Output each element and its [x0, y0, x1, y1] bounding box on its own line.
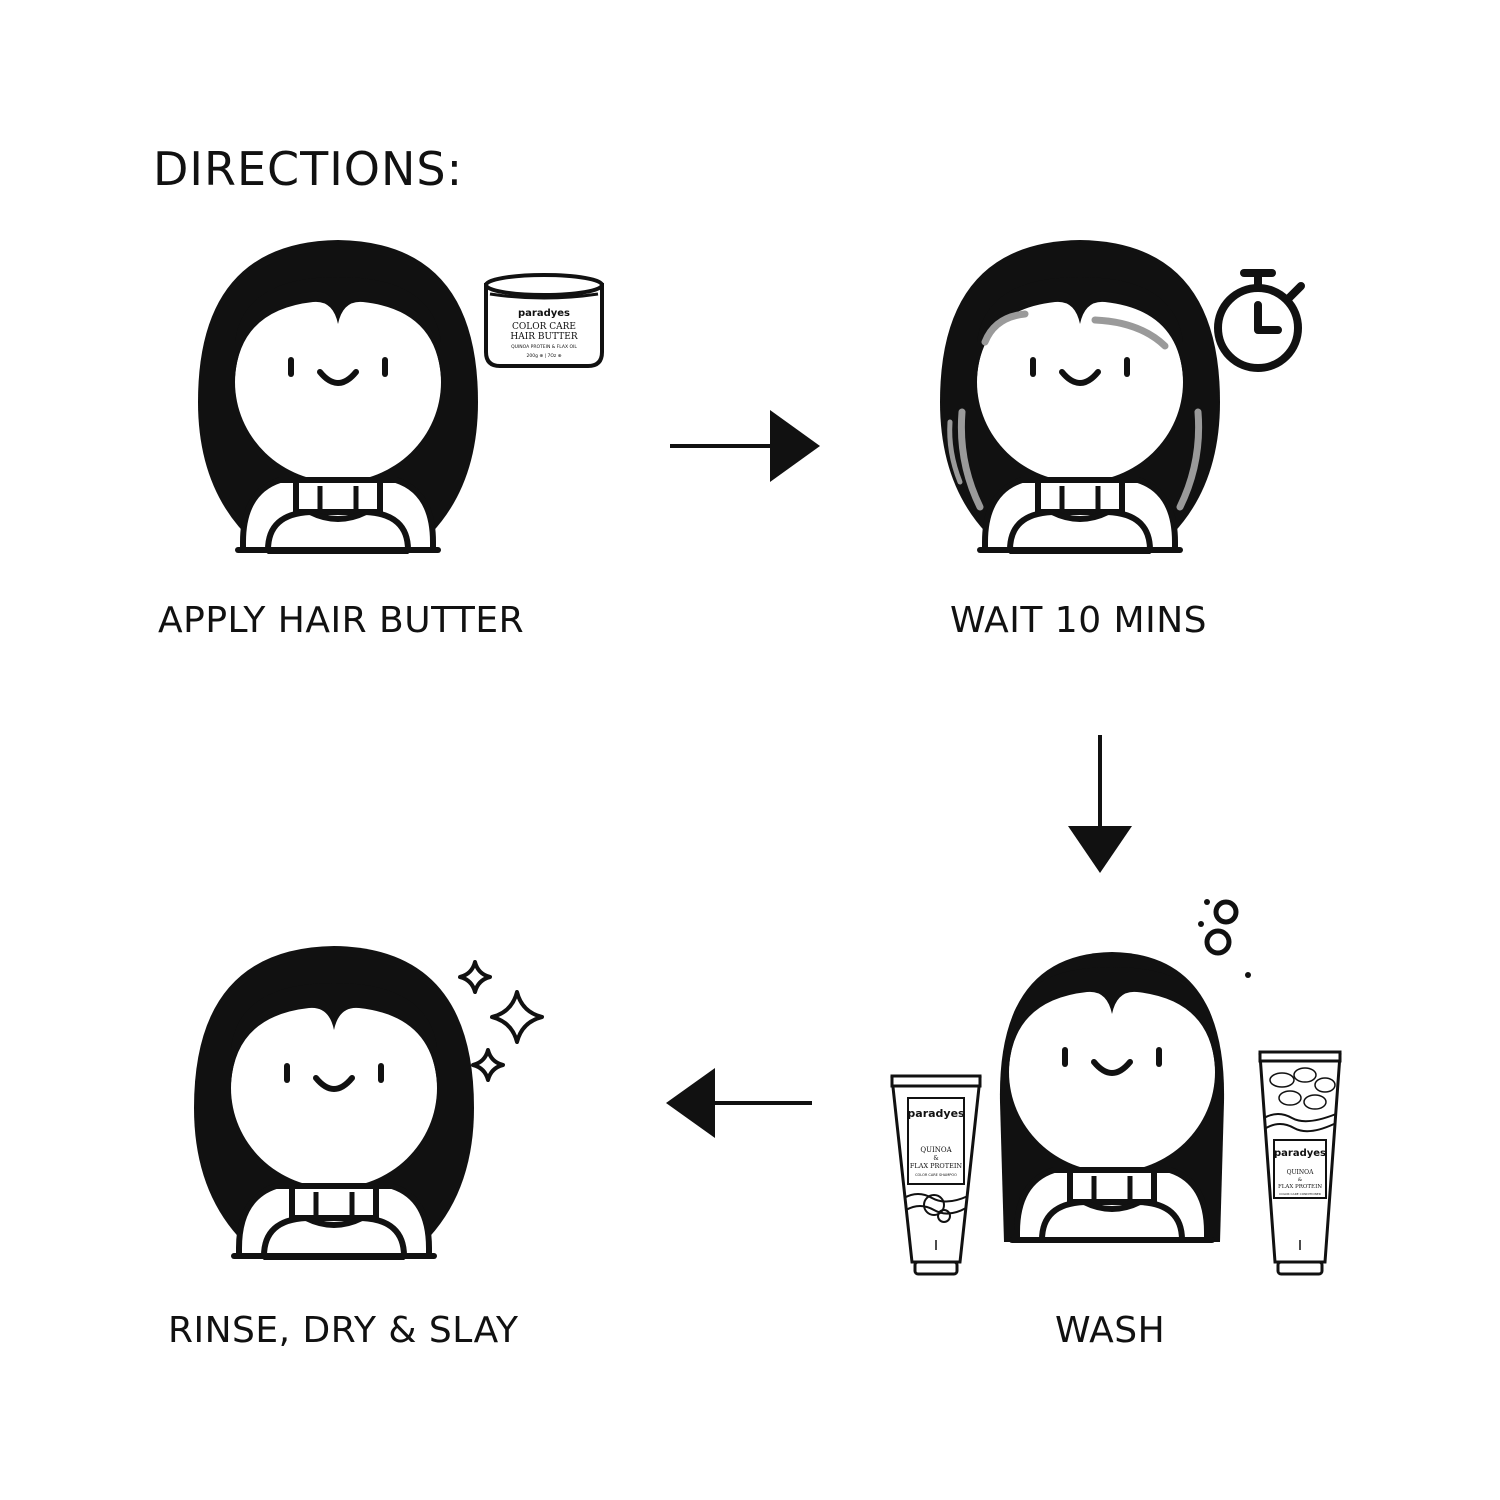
shampoo-line3: FLAX PROTEIN	[910, 1162, 962, 1170]
step-label-rinse: RINSE, DRY & SLAY	[168, 1310, 519, 1351]
shampoo-line1: QUINOA	[920, 1146, 952, 1154]
jar-line1: COLOR CARE	[512, 322, 576, 332]
step-label-apply: APPLY HAIR BUTTER	[158, 600, 525, 641]
page-title: DIRECTIONS:	[153, 142, 464, 196]
conditioner-line1: QUINOA	[1287, 1169, 1315, 1176]
shampoo-brand: paradyes	[907, 1107, 965, 1120]
shampoo-line4: COLOR CARE SHAMPOO	[915, 1173, 957, 1177]
arrow-right-icon	[670, 410, 820, 482]
step-wait-illustration	[940, 240, 1220, 554]
sparkles-icon	[458, 960, 544, 1082]
conditioner-line2: &	[1298, 1177, 1303, 1183]
step-rinse-illustration	[194, 946, 474, 1260]
jar-brand: paradyes	[518, 308, 570, 319]
conditioner-line4: COLOR CARE CONDITIONER	[1279, 1192, 1321, 1196]
jar-line2: HAIR BUTTER	[510, 332, 577, 342]
shampoo-line2: &	[933, 1155, 939, 1162]
bubbles-icon	[1198, 899, 1251, 978]
arrow-left-icon	[666, 1068, 812, 1138]
step-apply-illustration	[198, 240, 478, 554]
jar-line3: QUINOA PROTEIN & FLAX OIL	[511, 344, 577, 350]
step-wash-illustration	[999, 952, 1225, 1242]
shampoo-tube-icon: paradyes QUINOA & FLAX PROTEIN COLOR CAR…	[890, 1074, 982, 1276]
step-label-wash: WASH	[1055, 1310, 1166, 1351]
jar-line4: 200g ⊕ | 7Oz ⊕	[527, 353, 562, 359]
arrow-down-icon	[1068, 735, 1132, 873]
hair-butter-jar-icon: paradyes COLOR CARE HAIR BUTTER QUINOA P…	[484, 273, 604, 368]
conditioner-brand: paradyes	[1274, 1148, 1326, 1159]
stopwatch-icon	[1214, 269, 1305, 372]
conditioner-line3: FLAX PROTEIN	[1278, 1184, 1322, 1190]
step-label-wait: WAIT 10 MINS	[950, 600, 1208, 641]
conditioner-tube-icon: paradyes QUINOA & FLAX PROTEIN COLOR CAR…	[1258, 1050, 1342, 1276]
